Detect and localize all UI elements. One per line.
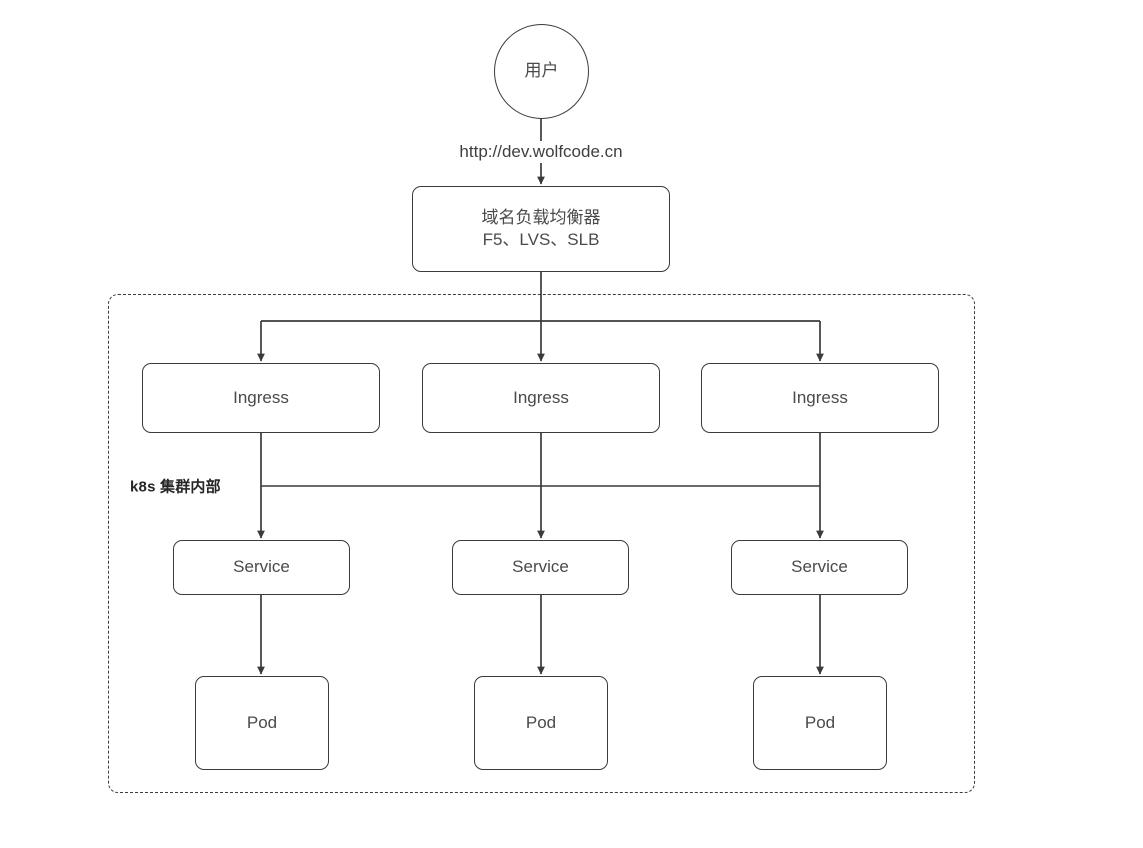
load-balancer-subtitle: F5、LVS、SLB	[482, 230, 600, 249]
service-node-2-label: Service	[512, 557, 569, 577]
ingress-node-2[interactable]: Ingress	[422, 363, 660, 433]
domain-load-balancer-node[interactable]: 域名负载均衡器 F5、LVS、SLB	[412, 186, 670, 272]
url-edge-label: http://dev.wolfcode.cn	[459, 142, 622, 162]
k8s-cluster-label-text: k8s 集群内部	[130, 478, 221, 496]
pod-node-1-label: Pod	[246, 712, 278, 732]
pod-node-2[interactable]: Pod	[474, 676, 608, 770]
service-node-2[interactable]: Service	[452, 540, 629, 595]
ingress-node-1[interactable]: Ingress	[142, 363, 380, 433]
service-node-1-label: Service	[233, 557, 290, 577]
pod-node-1[interactable]: Pod	[195, 676, 329, 770]
url-edge-label-text: http://dev.wolfcode.cn	[459, 142, 623, 161]
user-node-label: 用户	[524, 61, 559, 81]
ingress-node-3[interactable]: Ingress	[701, 363, 939, 433]
service-node-3-label: Service	[791, 557, 848, 577]
ingress-node-3-label: Ingress	[792, 387, 848, 407]
ingress-node-1-label: Ingress	[233, 387, 289, 407]
k8s-cluster-label: k8s 集群内部	[130, 476, 221, 497]
service-node-3[interactable]: Service	[731, 540, 908, 595]
pod-node-2-label: Pod	[525, 712, 557, 732]
service-node-1[interactable]: Service	[173, 540, 350, 595]
pod-node-3-label: Pod	[804, 712, 836, 732]
pod-node-3[interactable]: Pod	[753, 676, 887, 770]
k8s-cluster-boundary	[108, 294, 975, 793]
ingress-node-2-label: Ingress	[513, 387, 569, 407]
user-node[interactable]: 用户	[494, 24, 589, 119]
load-balancer-title: 域名负载均衡器	[481, 207, 601, 227]
